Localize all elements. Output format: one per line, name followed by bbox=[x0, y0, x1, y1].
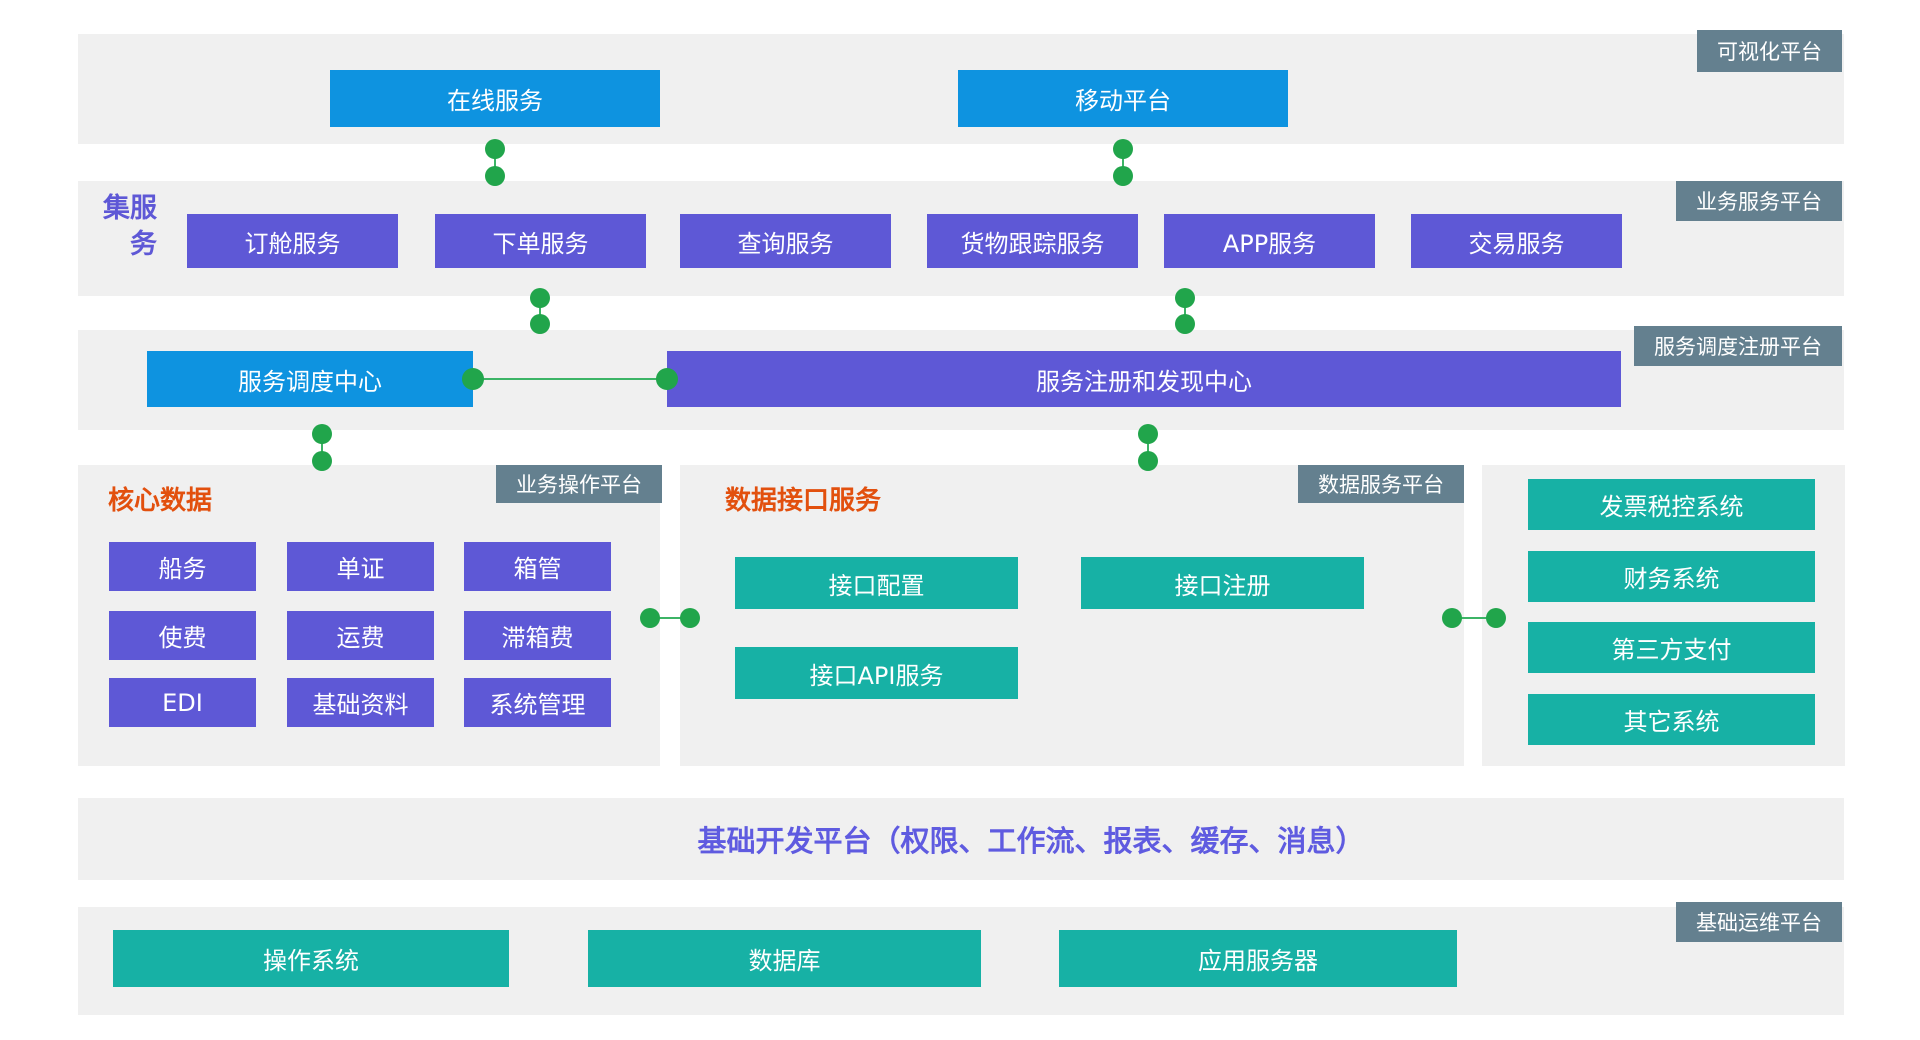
btn-interface-config[interactable]: 接口配置 bbox=[735, 557, 1018, 609]
btn-port-charges[interactable]: 使费 bbox=[109, 611, 256, 660]
btn-edi[interactable]: EDI bbox=[109, 678, 256, 727]
btn-invoice-tax-system[interactable]: 发票税控系统 bbox=[1528, 479, 1815, 530]
btn-third-party-payment[interactable]: 第三方支付 bbox=[1528, 622, 1815, 673]
tag-visualization-platform: 可视化平台 bbox=[1697, 30, 1842, 72]
band-basic-dev-platform: 基础开发平台（权限、工作流、报表、缓存、消息） bbox=[78, 798, 1844, 880]
btn-documents[interactable]: 单证 bbox=[287, 542, 434, 591]
tag-data-service-platform: 数据服务平台 bbox=[1298, 465, 1464, 503]
data-interface-title: 数据接口服务 bbox=[725, 486, 882, 516]
btn-order-service[interactable]: 下单服务 bbox=[435, 214, 646, 268]
btn-app-service[interactable]: APP服务 bbox=[1164, 214, 1375, 268]
btn-interface-api-service[interactable]: 接口API服务 bbox=[735, 647, 1018, 699]
btn-database[interactable]: 数据库 bbox=[588, 930, 981, 987]
btn-cargo-tracking-service[interactable]: 货物跟踪服务 bbox=[927, 214, 1138, 268]
btn-other-system[interactable]: 其它系统 bbox=[1528, 694, 1815, 745]
btn-freight[interactable]: 运费 bbox=[287, 611, 434, 660]
btn-basic-data[interactable]: 基础资料 bbox=[287, 678, 434, 727]
btn-query-service[interactable]: 查询服务 bbox=[680, 214, 891, 268]
service-set-label: 服务集 bbox=[98, 193, 156, 265]
panel-external-systems: 发票税控系统 财务系统 第三方支付 其它系统 bbox=[1482, 465, 1845, 766]
tag-business-operation-platform: 业务操作平台 bbox=[496, 465, 662, 503]
basic-dev-platform-title: 基础开发平台（权限、工作流、报表、缓存、消息） bbox=[697, 824, 1365, 858]
band-visualization-platform: 在线服务 移动平台 可视化平台 bbox=[78, 30, 1844, 144]
btn-mobile-platform[interactable]: 移动平台 bbox=[958, 70, 1288, 127]
tag-business-service-platform: 业务服务平台 bbox=[1676, 181, 1842, 221]
btn-finance-system[interactable]: 财务系统 bbox=[1528, 551, 1815, 602]
btn-demurrage[interactable]: 滞箱费 bbox=[464, 611, 611, 660]
btn-online-service[interactable]: 在线服务 bbox=[330, 70, 660, 127]
btn-shipping[interactable]: 船务 bbox=[109, 542, 256, 591]
btn-system-mgmt[interactable]: 系统管理 bbox=[464, 678, 611, 727]
btn-container-mgmt[interactable]: 箱管 bbox=[464, 542, 611, 591]
btn-app-server[interactable]: 应用服务器 bbox=[1059, 930, 1457, 987]
panel-data-service-platform: 数据接口服务 数据服务平台 接口配置 接口注册 接口API服务 bbox=[680, 465, 1464, 766]
tag-basic-ops-platform: 基础运维平台 bbox=[1676, 902, 1842, 942]
band-dispatch-registry-platform: 服务调度中心 服务注册和发现中心 服务调度注册平台 bbox=[78, 326, 1844, 430]
btn-trade-service[interactable]: 交易服务 bbox=[1411, 214, 1622, 268]
tag-dispatch-registry-platform: 服务调度注册平台 bbox=[1634, 326, 1842, 366]
registry-center-box[interactable]: 服务注册和发现中心 bbox=[667, 351, 1621, 407]
btn-interface-register[interactable]: 接口注册 bbox=[1081, 557, 1364, 609]
btn-operating-system[interactable]: 操作系统 bbox=[113, 930, 509, 987]
btn-booking-service[interactable]: 订舱服务 bbox=[187, 214, 398, 268]
dispatch-center-box[interactable]: 服务调度中心 bbox=[147, 351, 473, 407]
core-data-title: 核心数据 bbox=[108, 486, 213, 516]
panel-business-operation-platform: 核心数据 业务操作平台 船务 单证 箱管 使费 运费 滞箱费 EDI 基础资料 … bbox=[78, 465, 662, 766]
band-business-service-platform: 服务集 订舱服务 下单服务 查询服务 货物跟踪服务 APP服务 交易服务 业务服… bbox=[78, 181, 1844, 296]
band-basic-ops-platform: 操作系统 数据库 应用服务器 基础运维平台 bbox=[78, 902, 1844, 1015]
